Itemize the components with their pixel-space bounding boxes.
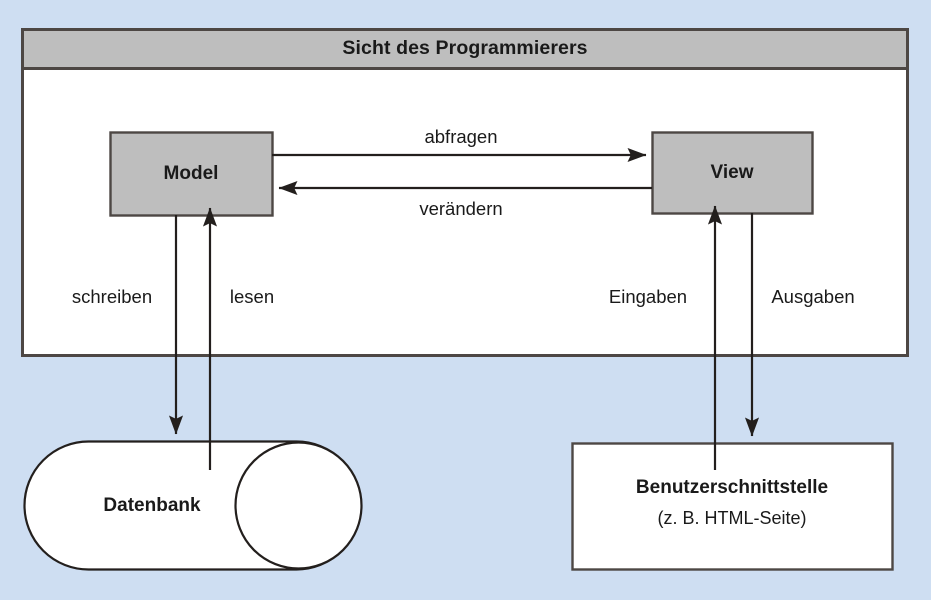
node-benutzerschnittstelle-label: Benutzerschnittstelle — [635, 477, 829, 498]
node-datenbank-label: Datenbank — [103, 495, 201, 516]
node-view-label: View — [710, 162, 754, 183]
node-model-label: Model — [163, 163, 219, 184]
edge-label-lesen: lesen — [229, 286, 275, 307]
node-benutzerschnittstelle-sublabel: (z. B. HTML-Seite) — [657, 508, 807, 528]
edge-label-veraendern: verändern — [419, 198, 503, 219]
edge-label-abfragen: abfragen — [424, 126, 498, 147]
node-datenbank-shape — [23, 440, 363, 571]
edge-label-schreiben: schreiben — [71, 286, 153, 307]
panel-title: Sicht des Programmierers — [342, 37, 588, 59]
edge-label-ausgaben: Ausgaben — [771, 286, 855, 307]
node-benutzerschnittstelle-shape — [571, 442, 894, 571]
edge-label-eingaben: Eingaben — [608, 286, 688, 307]
node-model-shape — [109, 131, 274, 217]
node-view-shape — [651, 131, 814, 215]
